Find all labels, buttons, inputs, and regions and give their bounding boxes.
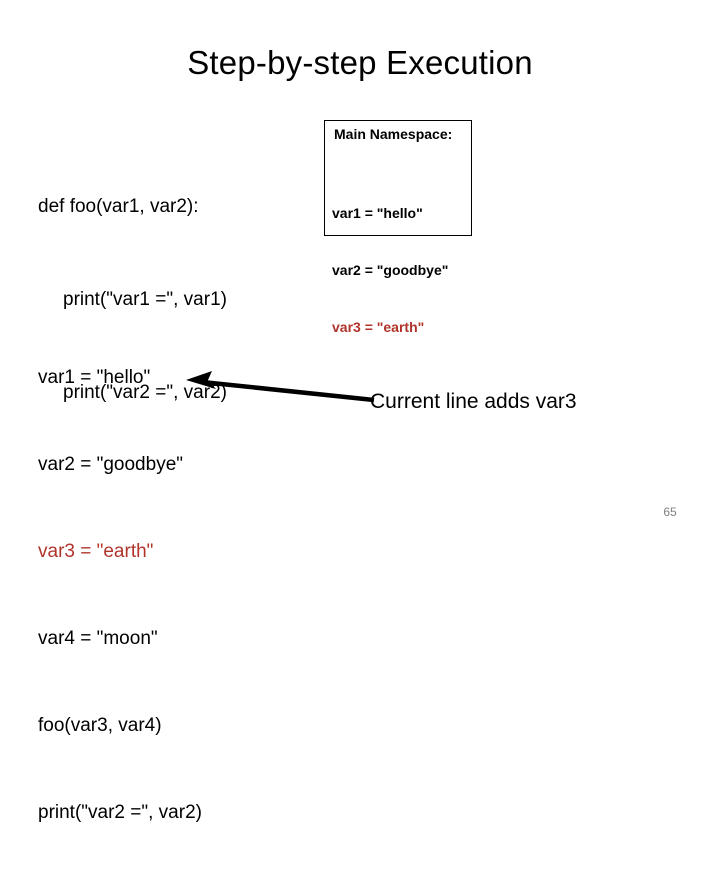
code-line: def foo(var1, var2):: [38, 196, 199, 217]
namespace-title: Main Namespace:: [334, 126, 453, 142]
main-program-code: var1 = "hello" var2 = "goodbye" var3 = "…: [38, 305, 202, 885]
code-line: var1 = "hello": [38, 367, 151, 388]
namespace-variable-highlighted: var3 = "earth": [332, 319, 425, 335]
code-line: var4 = "moon": [38, 628, 158, 649]
page-number: 65: [663, 505, 677, 519]
namespace-variable: var1 = "hello": [332, 205, 423, 221]
namespace-variable-list: var1 = "hello" var2 = "goodbye" var3 = "…: [332, 166, 448, 375]
function-definition-code: def foo(var1, var2): print("var1 =", var…: [38, 129, 227, 470]
code-line: print("var2 =", var2): [38, 802, 202, 823]
page-title: Step-by-step Execution: [187, 44, 533, 81]
code-line: print("var1 =", var1): [63, 289, 227, 310]
annotation-label: Current line adds var3: [370, 390, 577, 413]
left-arrow-icon: [186, 371, 375, 403]
code-line-highlighted: var3 = "earth": [38, 541, 154, 562]
code-line: var2 = "goodbye": [38, 454, 184, 475]
namespace-variable: var2 = "goodbye": [332, 262, 449, 278]
main-namespace-box: Main Namespace: var1 = "hello" var2 = "g…: [324, 120, 472, 335]
code-line: print("var2 =", var2): [63, 382, 227, 403]
code-line: foo(var3, var4): [38, 715, 162, 736]
slide-canvas: Step-by-step Execution def foo(var1, var…: [38, 44, 677, 823]
